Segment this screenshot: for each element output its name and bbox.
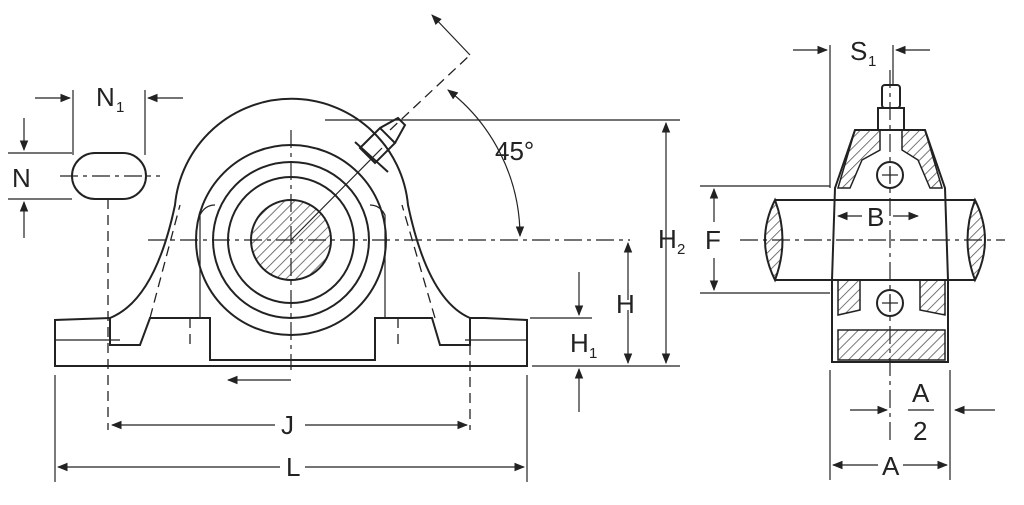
dimension-h2-label: H	[658, 224, 677, 254]
shaft	[775, 199, 975, 281]
front-view: 45°	[54, 14, 630, 385]
dimension-h1-sub: 1	[589, 345, 597, 362]
height-dimensions: H 2 H H 1	[325, 119, 685, 412]
side-dimensions: S 1 F B A 2 A	[700, 36, 995, 481]
dimension-a-label: A	[882, 451, 900, 481]
dimension-s1-label: S	[850, 36, 867, 66]
dimension-h-label: H	[616, 289, 635, 319]
dimension-l-label: L	[286, 452, 300, 482]
slot-detail: N 1 N	[8, 82, 471, 430]
angle-label: 45°	[495, 136, 534, 166]
dimension-h2-sub: 2	[677, 241, 685, 258]
side-grease-nipple	[881, 84, 901, 109]
dimension-j-label: J	[281, 410, 294, 440]
dimension-b-label: B	[867, 202, 884, 232]
dimension-s1-sub: 1	[868, 53, 876, 70]
ball-bottom	[876, 289, 904, 317]
dimension-h1-label: H	[570, 328, 589, 358]
dimension-n1-label: N	[96, 82, 115, 112]
grease-fitting	[290, 54, 471, 241]
side-grease-nut	[877, 107, 905, 131]
width-dimensions: J L	[54, 375, 528, 482]
housing-outline	[109, 97, 471, 319]
base-outline	[54, 316, 528, 367]
direction-arrow-top	[431, 14, 471, 56]
ball-top	[876, 161, 904, 189]
dimension-n1-sub: 1	[116, 99, 124, 116]
dimension-n-label: N	[12, 163, 31, 193]
side-view	[740, 70, 1005, 440]
hidden-line-right	[401, 204, 436, 319]
hidden-line-left	[149, 204, 181, 319]
dimension-a-half-numerator: A	[912, 378, 930, 408]
dimension-a-half-denominator: 2	[913, 416, 927, 446]
housing-inner-left	[199, 204, 216, 318]
angle-arc	[447, 89, 525, 238]
dimension-f-label: F	[705, 225, 721, 255]
